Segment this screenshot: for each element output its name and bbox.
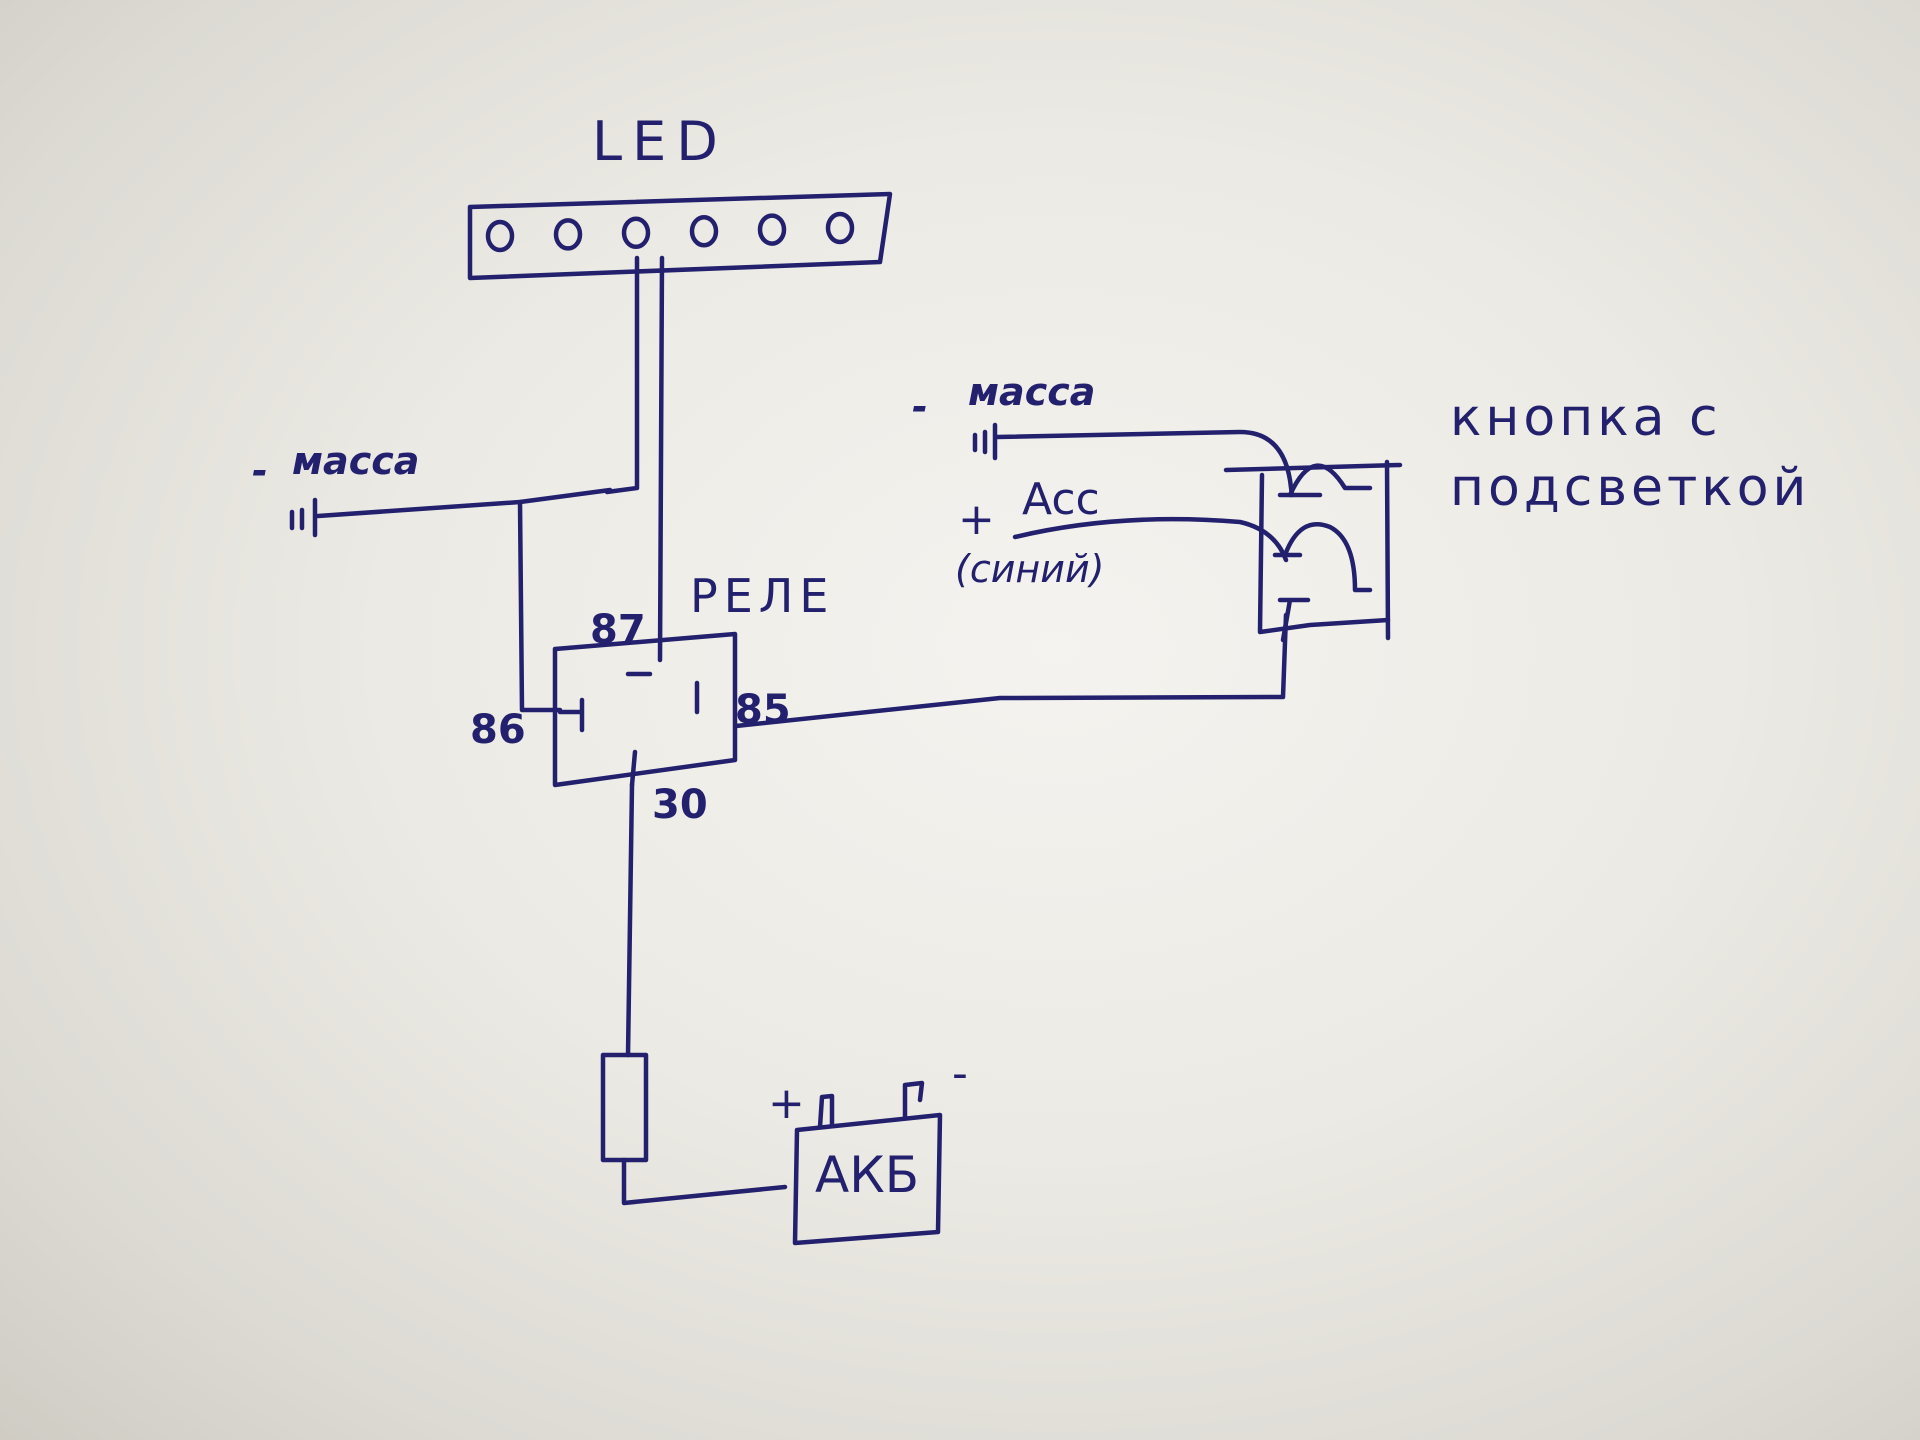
led-dot xyxy=(485,219,515,253)
ground-right-label: масса xyxy=(968,370,1096,414)
relay xyxy=(552,631,738,788)
led-dot xyxy=(825,211,855,245)
wire-ground-left xyxy=(315,487,613,519)
wire-fuse-to-battery xyxy=(621,1157,788,1206)
battery-terminal-minus xyxy=(902,1080,925,1121)
battery-body xyxy=(792,1112,943,1246)
button-arc-2 xyxy=(1282,521,1373,593)
wire-pin30-to-fuse xyxy=(625,782,635,1058)
wire-acc-to-button xyxy=(1012,516,1289,563)
led-dots xyxy=(485,211,855,253)
battery xyxy=(792,1080,943,1246)
led-label: LED xyxy=(592,110,728,173)
relay-label: РЕЛЕ xyxy=(690,569,835,623)
battery-plus: + xyxy=(768,1078,805,1129)
led-strip-body xyxy=(467,191,893,281)
button-label-line1: кнопка с xyxy=(1450,388,1722,448)
led-dot xyxy=(621,216,651,250)
ground-right-sign: - xyxy=(912,385,928,429)
wire-pin85-to-button xyxy=(733,612,1289,729)
relay-pin-30: 30 xyxy=(652,782,708,828)
relay-mark-left xyxy=(557,697,585,733)
acc-label: Acc xyxy=(1022,474,1100,525)
battery-label: АКБ xyxy=(815,1146,920,1204)
acc-sign: + xyxy=(958,494,995,545)
button-arc-1 xyxy=(1287,463,1373,498)
button-label-line2: подсветкой xyxy=(1450,458,1811,518)
led-strip xyxy=(467,191,893,281)
relay-body xyxy=(552,631,738,788)
wire-led-to-ground xyxy=(604,255,640,495)
ground-right-symbol xyxy=(972,429,988,455)
wire-ground-right-to-button xyxy=(994,429,1295,498)
fuse xyxy=(600,1052,649,1163)
battery-minus: - xyxy=(952,1048,968,1099)
ground-right xyxy=(972,422,1295,498)
ground-left-label: масса xyxy=(292,439,420,483)
ground-left-symbol xyxy=(289,507,305,531)
battery-terminal-plus xyxy=(817,1093,835,1130)
wire-ground-to-pin86 xyxy=(517,499,563,713)
relay-pin-87: 87 xyxy=(590,607,646,653)
relay-pin-86: 86 xyxy=(470,707,526,753)
led-dot xyxy=(553,218,583,251)
ground-left xyxy=(289,487,613,713)
acc-note: (синий) xyxy=(955,547,1105,591)
button-switch xyxy=(1223,459,1403,643)
relay-mark-bottom xyxy=(629,749,638,788)
relay-pin-85: 85 xyxy=(735,687,791,733)
wire-led-to-pin87 xyxy=(657,255,665,663)
button-body-right xyxy=(1384,459,1391,641)
ground-left-sign: - xyxy=(252,449,268,493)
button-contact-3 xyxy=(1277,597,1311,643)
led-dot xyxy=(689,214,719,248)
led-dot xyxy=(757,213,787,246)
